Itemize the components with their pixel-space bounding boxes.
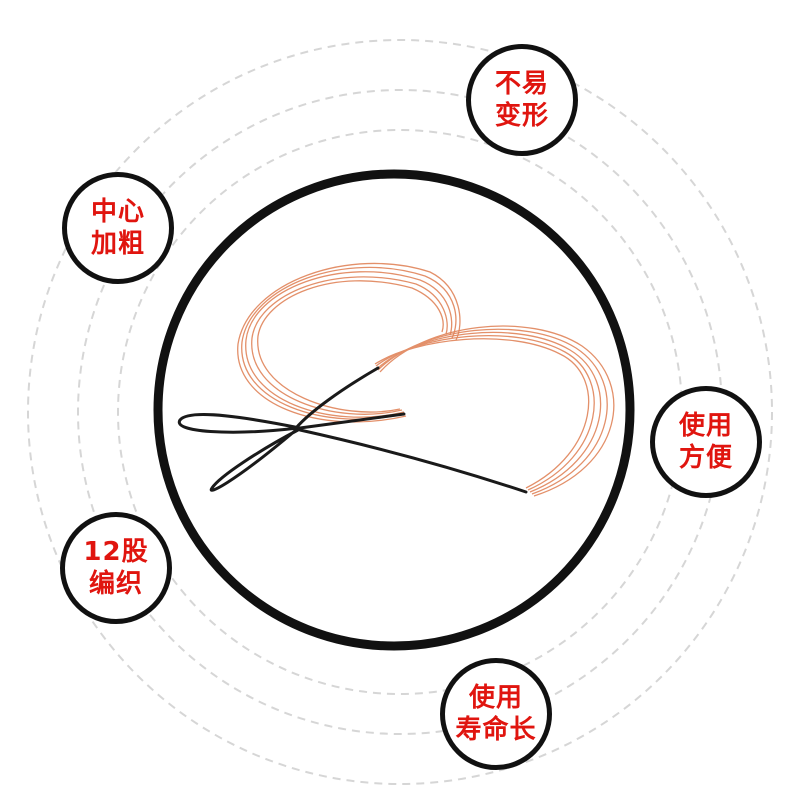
feature-badge-line1: 使用 <box>468 683 523 713</box>
feature-badge-center-thickened: 中心 加粗 <box>62 172 174 284</box>
feature-badge-line2: 加粗 <box>90 229 145 259</box>
copper-strand-right <box>374 325 615 497</box>
feature-badge-line1: 不易 <box>494 69 549 99</box>
feature-badge-line2: 编织 <box>88 569 143 599</box>
feature-badge-easy-to-use: 使用 方便 <box>650 386 762 498</box>
feature-badge-line2: 方便 <box>678 443 733 473</box>
feature-badge-deform-resistant: 不易 变形 <box>466 44 578 156</box>
feature-badge-line2: 寿命长 <box>455 715 537 745</box>
copper-strand-left <box>237 262 461 423</box>
feature-badge-long-life: 使用 寿命长 <box>440 658 552 770</box>
feature-badge-12-strand-weave: 12股 编织 <box>60 512 172 624</box>
black-serving <box>177 366 528 494</box>
feature-badge-line1: 12股 <box>83 537 149 567</box>
feature-badge-line1: 中心 <box>90 197 145 227</box>
dashed-ring-outer <box>27 39 773 785</box>
feature-badge-line1: 使用 <box>678 411 733 441</box>
feature-badge-line2: 变形 <box>494 101 549 131</box>
bow-string-image <box>177 262 615 497</box>
